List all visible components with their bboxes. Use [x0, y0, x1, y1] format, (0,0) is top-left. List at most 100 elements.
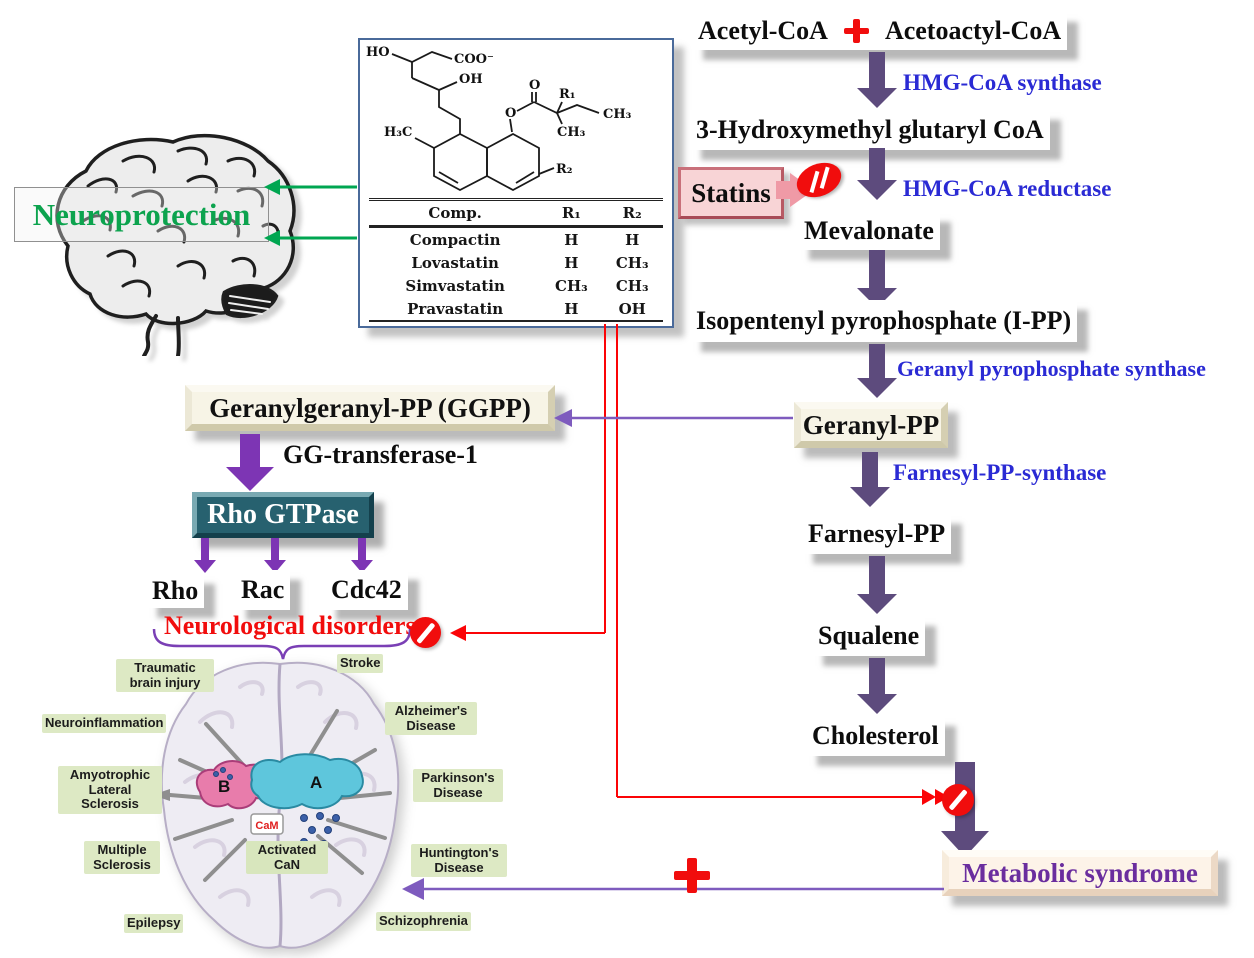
axial-brain-illustration: B A CaM — [152, 661, 400, 949]
blob-a-label: A — [310, 773, 322, 792]
disease-label-huntingtons: Huntington's Disease — [411, 844, 507, 878]
activated-can-label: Activated CaN — [246, 841, 328, 875]
arrow-down-ggpp — [240, 434, 260, 468]
arrow-down-head — [857, 594, 897, 614]
table-row: Lovastatin H CH₃ — [369, 251, 662, 274]
arrow-down-head — [857, 88, 897, 108]
compound-name: Simvastatin — [405, 276, 505, 295]
purple-arrowhead-left — [554, 409, 572, 427]
r1-value: H — [540, 297, 602, 322]
atom-label: CH₃ — [557, 125, 586, 140]
neurological-disorders-label: Neurological disorders — [164, 611, 416, 640]
arrow-down-small-head — [351, 560, 373, 573]
disease-label-stroke: Stroke — [337, 654, 384, 673]
rho-gtpase-label: Rho GTPase — [207, 499, 359, 530]
statin-comparison-table: Comp. R₁ R₂ Compactin H H Lovastatin H C… — [369, 198, 663, 322]
col-header-comp: Comp. — [369, 198, 541, 228]
node-cholesterol: Cholesterol — [806, 716, 945, 756]
node-hmg: 3-Hydroxymethyl glutaryl CoA — [690, 110, 1050, 150]
arrow-down-head — [857, 378, 897, 398]
cam-label: CaM — [255, 820, 278, 832]
node-acetyl-row: Acetyl-CoA Acetoactyl-CoA — [692, 12, 1068, 50]
red-arrowhead-left — [450, 625, 466, 641]
atom-label: H₃C — [384, 125, 412, 140]
r2-value: CH₃ — [615, 276, 649, 295]
arrow-down — [869, 250, 885, 289]
r1-value: H — [564, 230, 579, 249]
disease-label-neuroinflammation: Neuroinflammation — [42, 714, 167, 733]
arrow-down-head — [850, 487, 890, 507]
arrow-down — [869, 52, 885, 89]
node-ipp: Isopentenyl pyrophosphate (I-PP) — [690, 300, 1078, 342]
neuroprotection-box: Neuroprotection — [14, 187, 269, 242]
arrow-down-small — [358, 538, 366, 561]
node-rho: Rho — [146, 574, 205, 608]
gg-transferase-label: GG-transferase-1 — [283, 440, 478, 469]
node-ggpp: Geranylgeranyl-PP (GGPP) — [185, 385, 555, 431]
disease-label-parkinsons: Parkinson's Disease — [413, 769, 503, 803]
node-rac: Rac — [235, 570, 291, 610]
gpp-synthase-label: Geranyl pyrophosphate synthase — [897, 356, 1206, 381]
r1-value: CH₃ — [555, 276, 588, 295]
arrow-down-small — [201, 538, 209, 561]
atom-label: R₂ — [556, 162, 573, 177]
node-geranyl-pp: Geranyl-PP — [794, 402, 948, 448]
atom-label: OH — [459, 72, 483, 87]
node-farnesyl-pp: Farnesyl-PP — [802, 514, 952, 554]
plus-icon — [674, 858, 710, 893]
r2-value: H — [625, 230, 640, 249]
arrow-down-head — [857, 694, 897, 714]
statins-label: Statins — [691, 177, 771, 208]
neuroprotection-label: Neuroprotection — [32, 196, 251, 232]
disease-label-tbi: Traumatic brain injury — [116, 659, 214, 693]
node-rho-gtpase: Rho GTPase — [192, 492, 374, 538]
disease-label-schizophrenia: Schizophrenia — [376, 912, 471, 931]
arrow-down-head — [857, 180, 897, 200]
col-header-r2: R₂ — [601, 198, 663, 228]
r2-value: OH — [601, 297, 663, 322]
disease-label-ms: Multiple Sclerosis — [84, 841, 160, 875]
plus-icon — [843, 19, 869, 43]
arrow-down — [869, 344, 885, 379]
compound-name: Compactin — [409, 230, 501, 249]
arrow-down — [869, 148, 885, 181]
disease-label-epilepsy: Epilepsy — [124, 914, 184, 933]
statins-box: Statins — [678, 167, 784, 219]
arrow-down-ggpp-head — [226, 467, 274, 491]
atom-label: HO — [366, 45, 390, 60]
atom-label: O — [529, 78, 540, 93]
atom-label: R₁ — [559, 87, 576, 102]
acetoacetyl-coa-label: Acetoactyl-CoA — [884, 16, 1062, 45]
node-cdc42: Cdc42 — [325, 570, 408, 610]
node-metabolic-syndrome: Metabolic syndrome — [942, 850, 1218, 896]
geranyl-pp-label: Geranyl-PP — [802, 409, 940, 440]
statins-arrow — [776, 181, 790, 199]
r2-value: CH₃ — [615, 253, 649, 272]
node-squalene: Squalene — [812, 616, 926, 656]
arrow-down-small-head — [194, 560, 216, 573]
red-arrowhead-right — [922, 789, 936, 805]
arrow-down — [862, 452, 878, 488]
metabolic-syndrome-label: Metabolic syndrome — [962, 857, 1198, 888]
blob-b-label: B — [218, 777, 230, 796]
node-mevalonate: Mevalonate — [798, 212, 940, 250]
disease-label-als: Amyotrophic Lateral Sclerosis — [58, 766, 162, 815]
col-header-r1: R₁ — [540, 198, 602, 228]
hmg-reductase-label: HMG-CoA reductase — [903, 176, 1112, 201]
disease-label-alzheimers: Alzheimer's Disease — [385, 702, 477, 736]
fpp-synthase-label: Farnesyl-PP-synthase — [893, 460, 1107, 485]
arrow-down — [869, 556, 885, 595]
inhibition-icon — [410, 617, 441, 648]
atom-label: COO⁻ — [454, 52, 494, 67]
arrow-down-small — [271, 538, 279, 561]
table-row: Pravastatin H OH — [369, 297, 663, 322]
compound-name: Pravastatin — [369, 297, 541, 322]
statin-structure-drawing: HO COO⁻ OH O R₁ CH₃ O CH₃ H₃C R₂ — [366, 45, 632, 192]
atom-label: O — [505, 106, 516, 121]
statin-structure-panel: HO COO⁻ OH O R₁ CH₃ O CH₃ H₃C R₂ Comp. R… — [358, 38, 674, 328]
inhibition-icon — [942, 784, 974, 816]
acetyl-coa-label: Acetyl-CoA — [698, 16, 828, 45]
arrow-down-small-head — [264, 560, 286, 573]
table-row: Compactin H H — [369, 227, 662, 252]
